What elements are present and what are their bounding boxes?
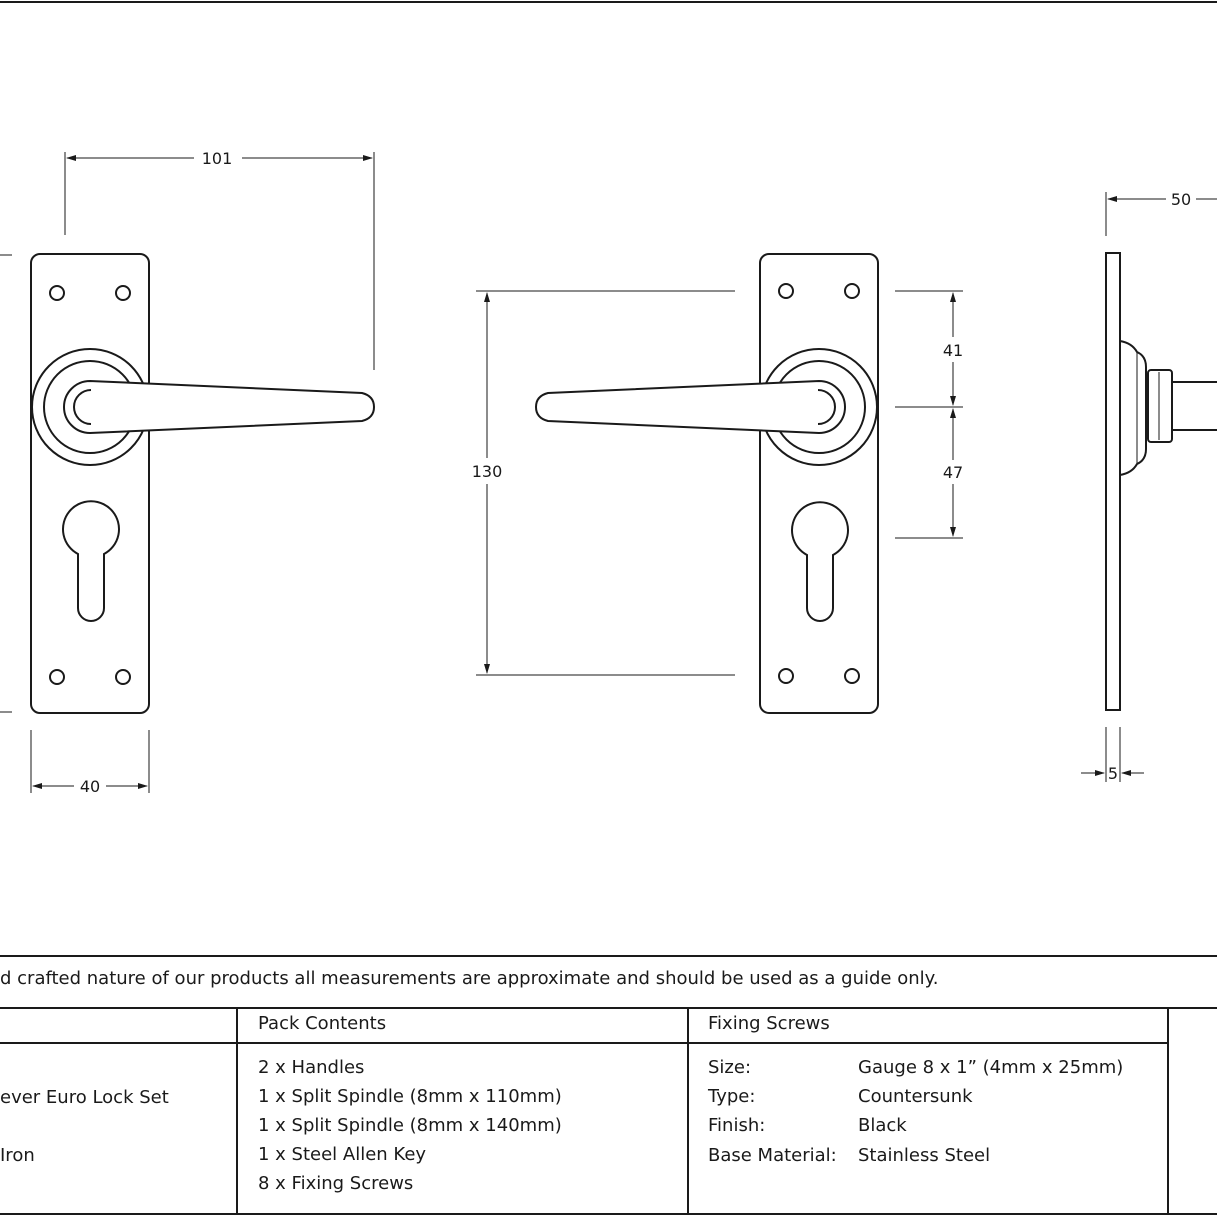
screw-hole	[778, 668, 794, 684]
dim-lower-offset: 47	[943, 463, 963, 482]
screw-hole	[49, 669, 65, 685]
backplate-middle	[759, 253, 879, 714]
spec-value-type: Countersunk	[858, 1086, 973, 1107]
backplate-side	[1105, 252, 1121, 711]
lever-handle-left	[63, 379, 376, 435]
spec-value-finish: Black	[858, 1115, 907, 1136]
spec-label-type: Type:	[708, 1086, 756, 1107]
dimension-lines-left	[0, 152, 375, 793]
fixing-screws-header: Fixing Screws	[708, 1013, 830, 1034]
list-item: 1 x Split Spindle (8mm x 140mm)	[258, 1115, 562, 1136]
list-item: 8 x Fixing Screws	[258, 1173, 414, 1194]
list-item: 1 x Split Spindle (8mm x 110mm)	[258, 1086, 562, 1107]
screw-hole	[115, 285, 131, 301]
screw-hole	[844, 283, 860, 299]
pack-contents-list: 2 x Handles 1 x Split Spindle (8mm x 110…	[258, 1053, 562, 1198]
dim-plate-height: 130	[472, 462, 503, 481]
side-view	[1105, 252, 1217, 711]
dimension-lines-side	[1081, 192, 1217, 782]
column-divider-3	[1167, 1007, 1169, 1215]
lever-handle-right	[534, 379, 846, 435]
spindle-collar	[1147, 369, 1173, 443]
table-border-top	[0, 1007, 1217, 1009]
list-item: 2 x Handles	[258, 1057, 365, 1078]
table-border-bottom	[0, 1213, 1217, 1215]
spec-label-base-material: Base Material:	[708, 1145, 837, 1166]
dim-plate-thickness: 5	[1108, 764, 1118, 783]
dimension-lines-middle	[476, 290, 963, 676]
screw-hole	[844, 668, 860, 684]
divider-top	[0, 955, 1217, 957]
backplate-left	[30, 253, 150, 714]
dim-upper-offset: 41	[943, 341, 963, 360]
column-divider-1	[236, 1007, 238, 1215]
column-divider-2	[687, 1007, 689, 1215]
pack-contents-header: Pack Contents	[258, 1013, 387, 1034]
spec-label-size: Size:	[708, 1057, 752, 1078]
front-view-left	[30, 253, 376, 714]
spec-value-size: Gauge 8 x 1” (4mm x 25mm)	[858, 1057, 1124, 1078]
screw-hole	[115, 669, 131, 685]
screw-hole	[778, 283, 794, 299]
dim-projection: 50	[1171, 190, 1191, 209]
product-material: Iron	[0, 1145, 35, 1166]
table-header-divider	[0, 1042, 1169, 1044]
keyhole-euro-middle	[791, 501, 849, 622]
disclaimer-text: d crafted nature of our products all mea…	[0, 968, 939, 989]
keyhole-euro-left	[62, 500, 120, 622]
rose-profile	[1119, 340, 1147, 476]
technical-drawing: 101 40 130 41 47	[0, 1, 1217, 796]
list-item: 1 x Steel Allen Key	[258, 1144, 427, 1165]
dim-front-width: 101	[202, 149, 233, 168]
product-name: ever Euro Lock Set	[0, 1087, 169, 1108]
spec-label-finish: Finish:	[708, 1115, 766, 1136]
front-view-right	[534, 253, 879, 714]
screw-hole	[49, 285, 65, 301]
dim-plate-width: 40	[80, 777, 100, 796]
spec-value-base-material: Stainless Steel	[858, 1145, 991, 1166]
